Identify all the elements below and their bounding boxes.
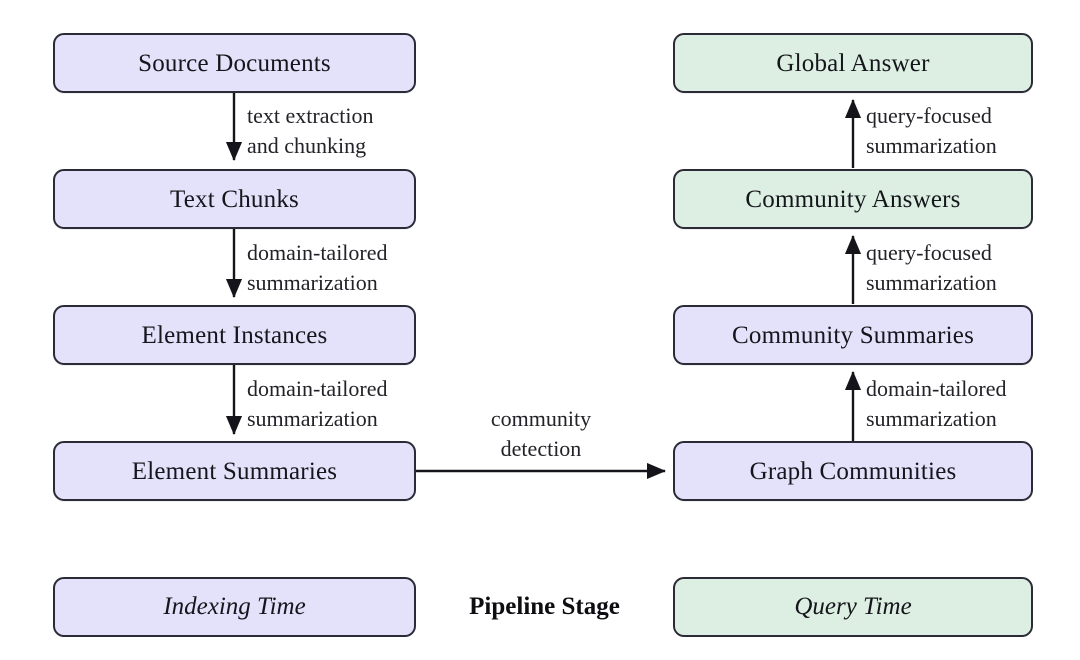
node-element-summaries[interactable]: Element Summaries xyxy=(53,441,416,501)
edge-label-text-extraction-line1: text extraction xyxy=(247,103,374,128)
node-element-instances[interactable]: Element Instances xyxy=(53,305,416,365)
node-source-documents[interactable]: Source Documents xyxy=(53,33,416,93)
legend-indexing-time[interactable]: Indexing Time xyxy=(53,577,416,637)
node-graph-communities-label: Graph Communities xyxy=(749,457,957,485)
edge-label-domain-tailored-1-line2: summarization xyxy=(247,270,378,296)
edge-label-query-focused-2: query-focused summarization xyxy=(866,238,997,299)
edge-label-domain-tailored-2-line1: domain-tailored xyxy=(247,376,388,401)
node-community-answers[interactable]: Community Answers xyxy=(673,169,1033,229)
node-text-chunks[interactable]: Text Chunks xyxy=(53,169,416,229)
edge-label-query-focused-2-line2: summarization xyxy=(866,270,997,296)
edge-label-query-focused-1-line2: summarization xyxy=(866,133,997,159)
edge-label-community-detection-line2: detection xyxy=(500,436,582,462)
node-community-answers-label: Community Answers xyxy=(745,185,961,213)
edge-label-domain-tailored-3-line2: summarization xyxy=(866,406,997,432)
edge-label-community-detection-line1: community xyxy=(490,406,592,431)
edge-label-query-focused-1: query-focused summarization xyxy=(866,101,997,162)
node-element-instances-label: Element Instances xyxy=(141,321,328,349)
edge-label-domain-tailored-1: domain-tailored summarization xyxy=(247,238,388,299)
edge-label-text-extraction: text extraction and chunking xyxy=(247,101,373,162)
legend-query-time-label: Query Time xyxy=(794,593,912,620)
node-graph-communities[interactable]: Graph Communities xyxy=(673,441,1033,501)
edge-label-domain-tailored-3-line1: domain-tailored xyxy=(866,376,1007,401)
node-community-summaries-label: Community Summaries xyxy=(732,321,974,349)
edge-label-text-extraction-line2: and chunking xyxy=(247,133,367,159)
node-community-summaries[interactable]: Community Summaries xyxy=(673,305,1033,365)
edge-label-domain-tailored-2-line2: summarization xyxy=(247,406,378,432)
edge-label-domain-tailored-2: domain-tailored summarization xyxy=(247,374,388,435)
node-global-answer[interactable]: Global Answer xyxy=(673,33,1033,93)
node-text-chunks-label: Text Chunks xyxy=(170,185,299,213)
legend-indexing-time-label: Indexing Time xyxy=(163,593,306,620)
edge-label-query-focused-1-line1: query-focused xyxy=(866,103,992,128)
edge-label-domain-tailored-1-line1: domain-tailored xyxy=(247,240,388,265)
edge-label-community-detection: community detection xyxy=(466,404,616,465)
edge-label-domain-tailored-3: domain-tailored summarization xyxy=(866,374,1007,435)
node-global-answer-label: Global Answer xyxy=(776,49,930,77)
node-element-summaries-label: Element Summaries xyxy=(131,457,338,485)
node-source-documents-label: Source Documents xyxy=(138,49,331,77)
legend-pipeline-stage: Pipeline Stage xyxy=(436,577,653,637)
legend-pipeline-stage-label: Pipeline Stage xyxy=(469,593,620,620)
legend-query-time[interactable]: Query Time xyxy=(673,577,1033,637)
edge-label-query-focused-2-line1: query-focused xyxy=(866,240,992,265)
